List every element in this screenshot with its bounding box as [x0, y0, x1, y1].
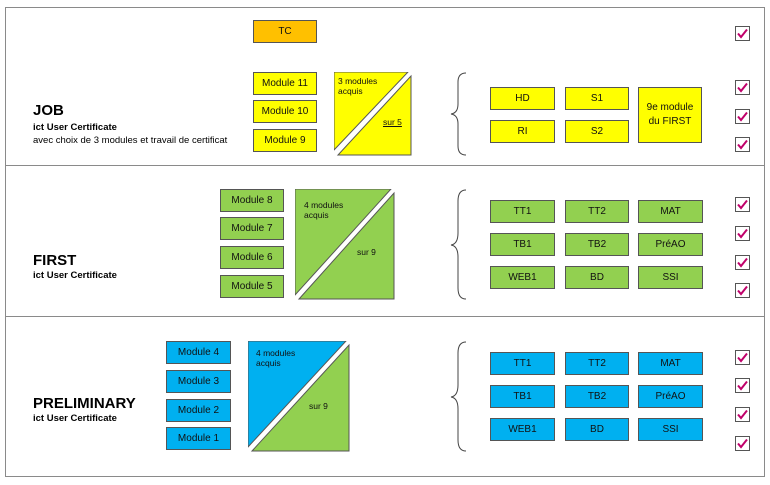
option-box: TT1 — [490, 352, 555, 375]
option-box: TB2 — [565, 233, 629, 256]
option-box: MAT — [638, 200, 703, 223]
job-progress-triangles — [334, 72, 412, 156]
option-box: PréAO — [638, 233, 703, 256]
job-description: avec choix de 3 modules et travail de ce… — [33, 135, 228, 146]
checkbox-checked-icon[interactable] — [735, 350, 750, 365]
checkbox-checked-icon[interactable] — [735, 255, 750, 270]
preliminary-progress-triangles — [248, 341, 350, 452]
option-box: BD — [565, 266, 629, 289]
module-box: Module 1 — [166, 427, 231, 450]
option-box: MAT — [638, 352, 703, 375]
ninth-module-box: 9e module du FIRST — [638, 87, 702, 143]
checkbox-checked-icon[interactable] — [735, 80, 750, 95]
brace-icon — [450, 189, 467, 300]
first-progress-triangles — [295, 189, 395, 300]
triangle-acquired-label: 4 modules acquis — [304, 200, 344, 220]
option-box: HD — [490, 87, 555, 110]
module-box: Module 7 — [220, 217, 284, 240]
diagram-frame — [5, 7, 765, 477]
module-box: Module 6 — [220, 246, 284, 269]
option-box: RI — [490, 120, 555, 143]
checkbox-checked-icon[interactable] — [735, 378, 750, 393]
tc-box: TC — [253, 20, 317, 43]
option-box: TB2 — [565, 385, 629, 408]
triangle-acquired-label: 3 modules acquis — [338, 76, 378, 96]
option-box: BD — [565, 418, 629, 441]
option-box: TT1 — [490, 200, 555, 223]
module-box: Module 5 — [220, 275, 284, 298]
option-box: S2 — [565, 120, 629, 143]
triangle-total-label: sur 9 — [357, 247, 376, 257]
preliminary-subtitle: ict User Certificate — [33, 413, 117, 424]
brace-icon — [450, 341, 467, 452]
module-box: Module 9 — [253, 129, 317, 152]
option-box: TB1 — [490, 385, 555, 408]
option-box: PréAO — [638, 385, 703, 408]
triangle-total-label: sur 5 — [383, 117, 402, 127]
option-box: SSI — [638, 266, 703, 289]
section-divider — [5, 165, 765, 166]
checkbox-checked-icon[interactable] — [735, 137, 750, 152]
job-title: JOB — [33, 102, 64, 119]
preliminary-title: PRELIMINARY — [33, 395, 136, 412]
module-box: Module 11 — [253, 72, 317, 95]
checkbox-checked-icon[interactable] — [735, 26, 750, 41]
job-subtitle: ict User Certificate — [33, 122, 117, 133]
section-divider — [5, 316, 765, 317]
module-box: Module 2 — [166, 399, 231, 422]
option-box: TT2 — [565, 352, 629, 375]
module-box: Module 8 — [220, 189, 284, 212]
option-box: S1 — [565, 87, 629, 110]
triangle-total-label: sur 9 — [309, 401, 328, 411]
module-box: Module 10 — [253, 100, 317, 123]
module-box: Module 3 — [166, 370, 231, 393]
checkbox-checked-icon[interactable] — [735, 109, 750, 124]
option-box: WEB1 — [490, 266, 555, 289]
checkbox-checked-icon[interactable] — [735, 436, 750, 451]
first-title: FIRST — [33, 252, 77, 269]
brace-icon — [450, 72, 467, 156]
triangle-acquired-label: 4 modules acquis — [256, 348, 296, 368]
option-box: WEB1 — [490, 418, 555, 441]
checkbox-checked-icon[interactable] — [735, 226, 750, 241]
first-subtitle: ict User Certificate — [33, 270, 117, 281]
module-box: Module 4 — [166, 341, 231, 364]
checkbox-checked-icon[interactable] — [735, 283, 750, 298]
option-box: SSI — [638, 418, 703, 441]
checkbox-checked-icon[interactable] — [735, 407, 750, 422]
checkbox-checked-icon[interactable] — [735, 197, 750, 212]
option-box: TB1 — [490, 233, 555, 256]
option-box: TT2 — [565, 200, 629, 223]
